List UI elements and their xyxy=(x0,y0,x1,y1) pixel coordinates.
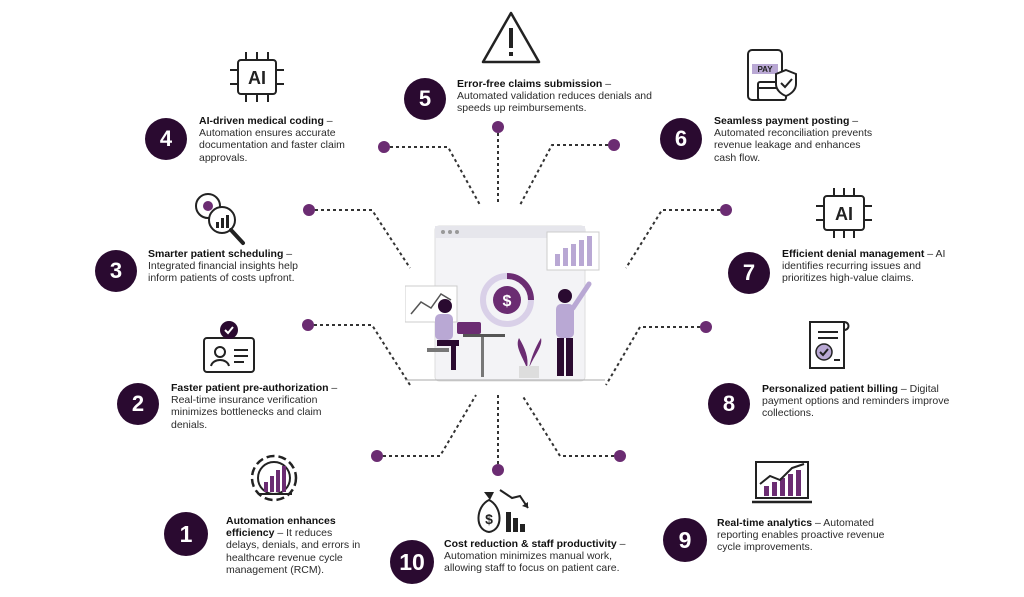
step-desc-9: – Automated reporting enables proactive … xyxy=(717,517,885,554)
step-number-7: 7 xyxy=(728,252,770,294)
step-title-7: Efficient denial management xyxy=(782,248,925,260)
connector-6 xyxy=(519,144,614,206)
ai-chip-icon: AI xyxy=(226,50,288,104)
step-title-2: Faster patient pre-authorization xyxy=(171,382,329,394)
step-desc-1: – It reduces delays, denials, and errors… xyxy=(226,527,361,576)
ai-chip-icon-2: AI xyxy=(814,186,874,240)
connector-3 xyxy=(309,209,411,269)
connector-8 xyxy=(605,326,706,386)
dot-8 xyxy=(700,321,712,333)
step-desc-2: – Real-time insurance verification minim… xyxy=(171,382,338,431)
step-text-9: Real-time analytics – Automated reportin… xyxy=(717,517,902,554)
connector-1 xyxy=(377,394,477,457)
bill-receipt-icon xyxy=(800,318,856,374)
step-title-9: Real-time analytics xyxy=(717,517,813,529)
dot-6 xyxy=(608,139,620,151)
step-number-5: 5 xyxy=(404,78,446,120)
step-text-6: Seamless payment posting – Automated rec… xyxy=(714,115,879,164)
step-text-5: Error-free claims submission – Automated… xyxy=(457,78,662,115)
step-desc-8: – Digital payment options and reminders … xyxy=(762,383,950,420)
dot-10 xyxy=(492,464,504,476)
dot-4 xyxy=(378,141,390,153)
step-number-6: 6 xyxy=(660,118,702,160)
step-text-10: Cost reduction & staff productivity – Au… xyxy=(444,538,630,575)
step-text-1: Automation enhances efficiency – It redu… xyxy=(226,515,366,576)
step-text-3: Smarter patient scheduling – Integrated … xyxy=(148,248,323,285)
dot-3 xyxy=(303,204,315,216)
step-desc-7: – AI identifies recurring issues and pri… xyxy=(782,248,946,285)
step-title-5: Error-free claims submission xyxy=(457,78,603,90)
step-text-8: Personalized patient billing – Digital p… xyxy=(762,383,957,420)
step-title-6: Seamless payment posting xyxy=(714,115,850,127)
step-title-3: Smarter patient scheduling xyxy=(148,248,284,260)
step-desc-3: – Integrated financial insights help inf… xyxy=(148,248,299,285)
connector-4 xyxy=(384,146,481,206)
step-desc-10: – Automation minimizes manual work, allo… xyxy=(444,538,626,575)
step-number-1: 1 xyxy=(164,512,208,556)
step-number-3: 3 xyxy=(95,250,137,292)
dot-5 xyxy=(492,121,504,133)
step-text-7: Efficient denial management – AI identif… xyxy=(782,248,957,285)
dot-1 xyxy=(371,450,383,462)
step-number-2: 2 xyxy=(117,383,159,425)
connector-7 xyxy=(625,209,726,269)
step-title-8: Personalized patient billing xyxy=(762,383,898,395)
id-card-check-icon xyxy=(200,318,260,378)
dot-7 xyxy=(720,204,732,216)
money-bag-decline-icon: $ xyxy=(470,484,532,536)
pay-label: PAY xyxy=(757,65,773,74)
connector-2 xyxy=(308,324,411,386)
ai-chip-label-7: AI xyxy=(835,204,853,224)
analytics-chart-icon xyxy=(750,458,814,508)
ai-chip-label-4: AI xyxy=(248,68,266,88)
step-text-4: AI-driven medical coding – Automation en… xyxy=(199,115,359,164)
warning-icon xyxy=(480,10,542,66)
step-desc-6: – Automated reconciliation prevents reve… xyxy=(714,115,873,164)
svg-text:$: $ xyxy=(485,511,493,527)
step-number-4: 4 xyxy=(145,118,187,160)
step-title-1: Automation enhances efficiency xyxy=(226,515,336,540)
step-title-4: AI-driven medical coding xyxy=(199,115,324,127)
payment-phone-icon: PAY xyxy=(742,48,804,106)
step-number-10: 10 xyxy=(390,540,434,584)
step-desc-4: – Automation ensures accurate documentat… xyxy=(199,115,345,164)
gear-bar-chart-icon xyxy=(244,450,304,508)
dot-2 xyxy=(302,319,314,331)
gear-analytics-icon xyxy=(188,188,248,248)
step-title-10: Cost reduction & staff productivity xyxy=(444,538,617,550)
dot-9 xyxy=(614,450,626,462)
center-illustration: $ xyxy=(404,218,605,393)
step-text-2: Faster patient pre-authorization – Real-… xyxy=(171,382,351,431)
svg-text:$: $ xyxy=(503,293,512,310)
step-desc-5: – Automated validation reduces denials a… xyxy=(457,78,652,115)
step-number-8: 8 xyxy=(708,383,750,425)
step-number-9: 9 xyxy=(663,518,707,562)
connector-9 xyxy=(521,394,620,457)
